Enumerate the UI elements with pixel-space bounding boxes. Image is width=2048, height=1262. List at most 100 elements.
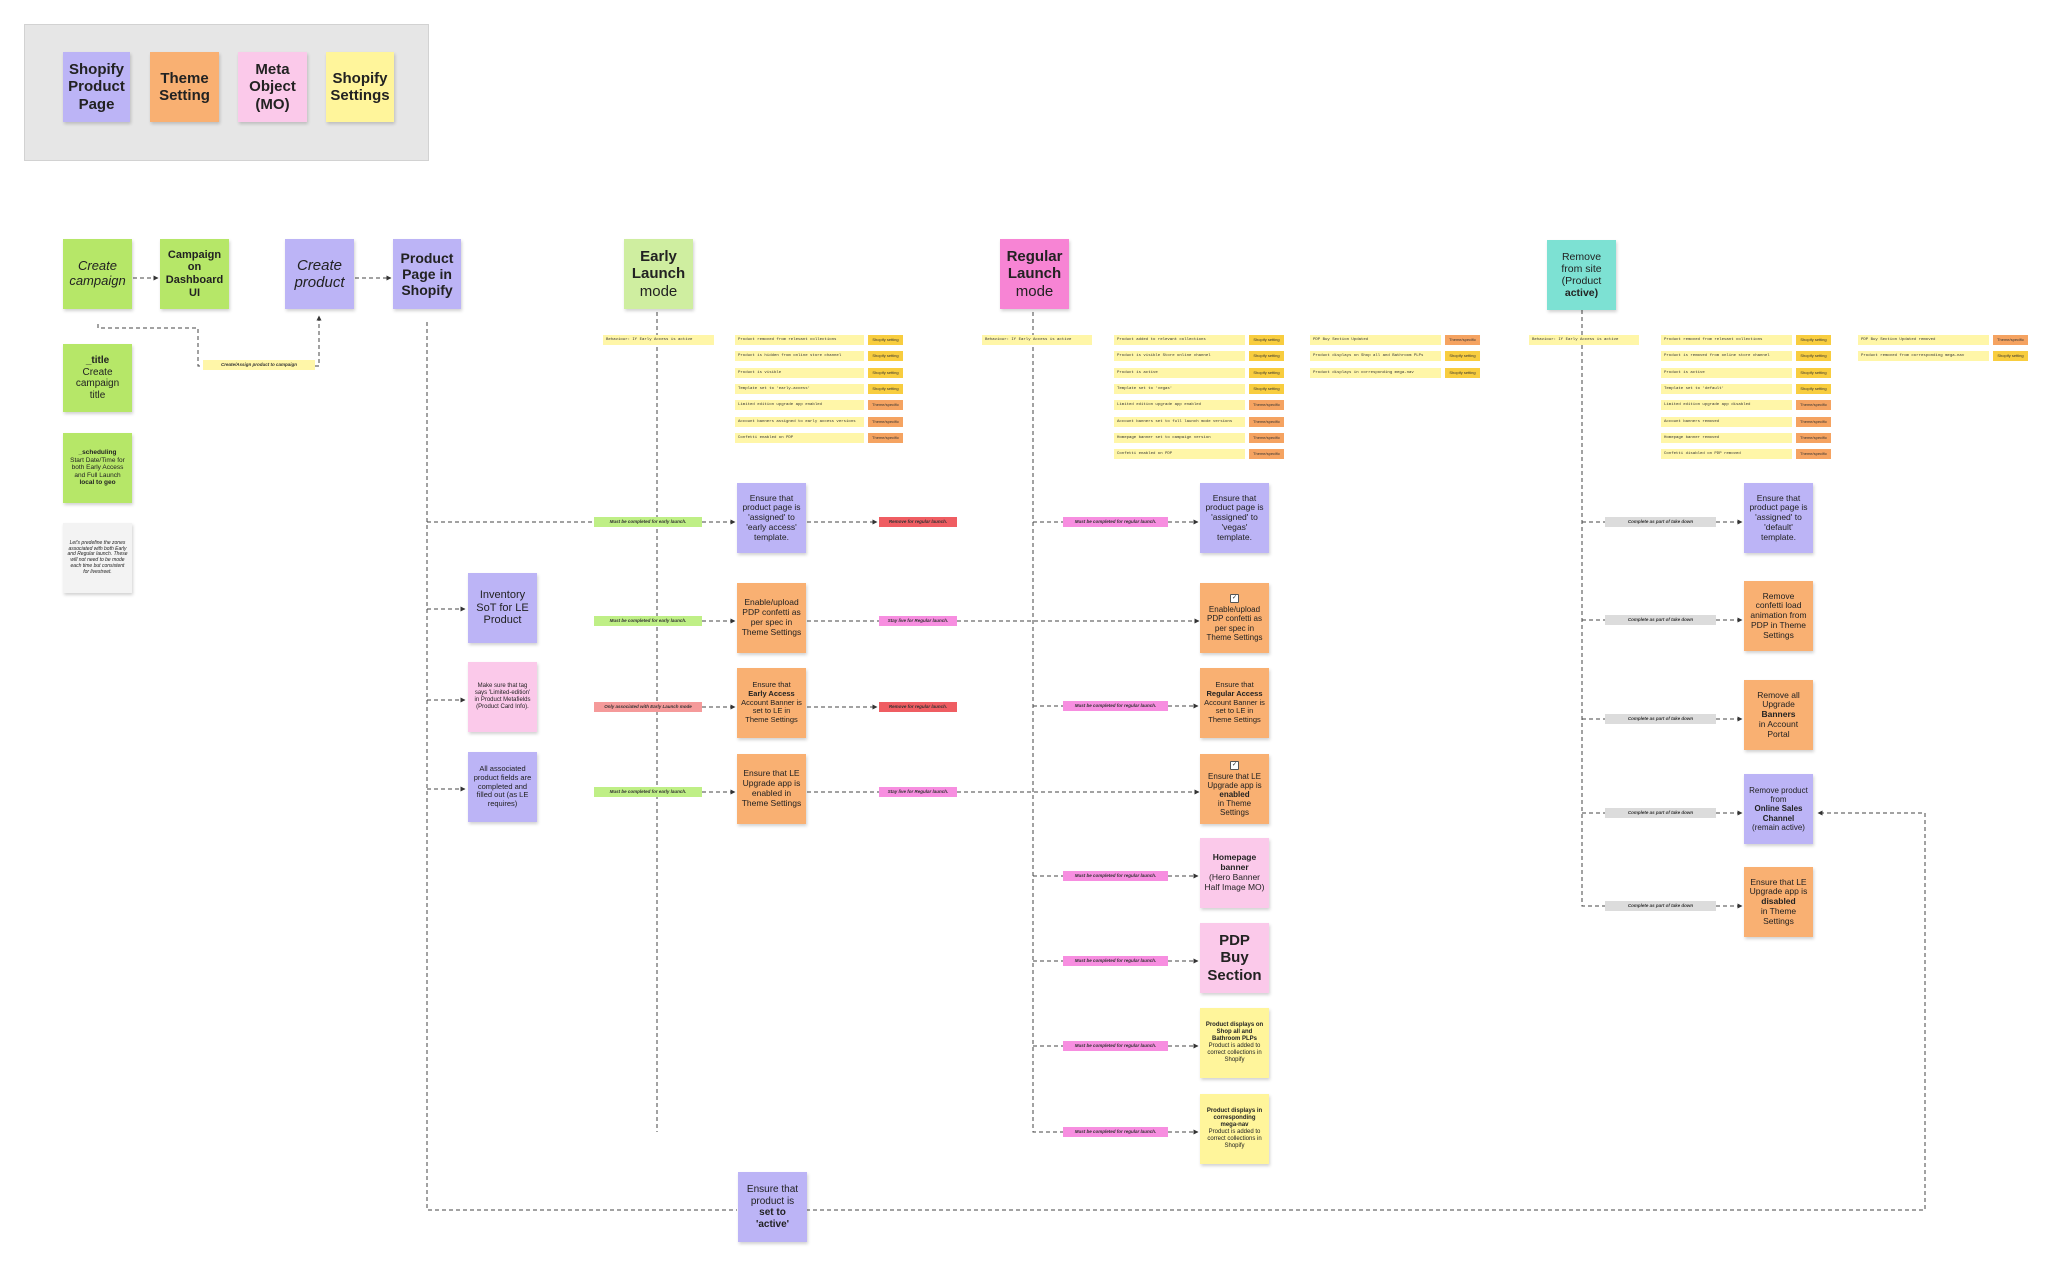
assoc-fields-note[interactable]: All associated product fields are comple… — [468, 752, 537, 822]
regular-homepage-note[interactable]: Homepage banner (Hero Banner Half Image … — [1200, 838, 1269, 908]
assign-product-label: Create/Assign product to campaign — [203, 360, 315, 370]
label-must-early-2: Must be completed for early launch. — [594, 616, 702, 626]
label-must-regular-1: Must be completed for regular launch. — [1063, 517, 1168, 527]
behaviour-row-text: Homepage banner set to campaign version — [1114, 432, 1245, 443]
behaviour-row-text: Product removed from relevant collection… — [735, 335, 864, 345]
legend-theme-setting[interactable]: Theme Setting — [150, 52, 219, 122]
behaviour-row-text: Account banners set to full launch mode … — [1114, 416, 1245, 427]
zones-note[interactable]: Let's predefine the zones associated wit… — [63, 523, 132, 593]
behaviour-row-tag: Theme/specific — [868, 432, 903, 443]
early-upgrade-note[interactable]: Ensure that LE Upgrade app is enabled in… — [737, 754, 806, 824]
connector-remove-spine — [1581, 310, 1605, 907]
behaviour-row-text: Product is visible — [735, 367, 864, 378]
behaviour-row-text: Product is removed from online store cha… — [1661, 351, 1792, 362]
label-stay-live-1: Stay live for Regular launch. — [879, 616, 957, 626]
regular-upgrade-note[interactable]: ✓ Ensure that LE Upgrade app is enabled … — [1200, 754, 1269, 824]
behaviour-row-tag: Theme/specific — [1993, 335, 2028, 345]
behaviour-row-tag: Theme/specific — [1796, 400, 1831, 411]
scheduling-field-note[interactable]: _scheduling Start Date/Time for both Ear… — [63, 433, 132, 503]
behaviour-row-tag: Theme/specific — [1249, 400, 1284, 411]
campaign-dashboard-note[interactable]: Campaign on Dashboard UI — [160, 239, 229, 309]
regular-launch-mode-note[interactable]: Regular Launch mode — [1000, 239, 1069, 309]
behaviour-row-tag: Shopify setting — [1249, 367, 1284, 378]
behaviour-row-text: Limited edition upgrade app disabled — [1661, 400, 1792, 411]
regular-behaviour-chip: Behaviour: If Early Access is active — [982, 335, 1092, 345]
behaviour-row-text: PDP Buy Section Updated removed — [1858, 335, 1989, 345]
early-behaviour-chip: Behaviour: If Early Access is active — [603, 335, 714, 345]
set-active-note[interactable]: Ensure that product is set to 'active' — [738, 1172, 807, 1242]
regular-plp-note[interactable]: Product displays on Shop all and Bathroo… — [1200, 1008, 1269, 1078]
behaviour-row-tag: Theme/specific — [1249, 449, 1284, 460]
legend-meta-object[interactable]: Meta Object (MO) — [238, 52, 307, 122]
early-confetti-note[interactable]: Enable/upload PDP confetti as per spec i… — [737, 583, 806, 653]
label-takedown-2: Complete as part of take down — [1605, 615, 1716, 625]
checkbox-icon[interactable]: ✓ — [1230, 594, 1239, 604]
remove-banners-note[interactable]: Remove all Upgrade Banners in Account Po… — [1744, 680, 1813, 750]
behaviour-row-text: Product is hidden from online store chan… — [735, 351, 864, 362]
behaviour-row-text: Account banners assigned to early access… — [735, 416, 864, 427]
connector-assign-product — [97, 315, 322, 367]
behaviour-row-tag: Shopify setting — [1445, 367, 1480, 378]
behaviour-row-tag: Theme/specific — [868, 416, 903, 427]
behaviour-row-text: Template set to 'early-access' — [735, 383, 864, 394]
behaviour-row-tag: Shopify setting — [1249, 351, 1284, 362]
remove-template-note[interactable]: Ensure that product page is 'assigned' t… — [1744, 483, 1813, 553]
behaviour-row-tag: Shopify setting — [868, 383, 903, 394]
behaviour-row-tag: Shopify setting — [1445, 351, 1480, 362]
behaviour-row-text: Template set to 'vegas' — [1114, 383, 1245, 394]
behaviour-row-tag: Theme/specific — [1249, 416, 1284, 427]
regular-buy-section-note[interactable]: PDP Buy Section — [1200, 923, 1269, 993]
behaviour-row-tag: Shopify setting — [1796, 351, 1831, 362]
label-takedown-3: Complete as part of take down — [1605, 714, 1716, 724]
create-campaign-note[interactable]: Create campaign — [63, 239, 132, 309]
label-must-regular-3: Must be completed for regular launch. — [1063, 871, 1168, 881]
behaviour-row-tag: Theme/specific — [1796, 416, 1831, 427]
behaviour-row-tag: Shopify setting — [868, 351, 903, 362]
early-template-note[interactable]: Ensure that product page is 'assigned' t… — [737, 483, 806, 553]
connector-product-spine — [426, 322, 737, 1211]
behaviour-row-tag: Theme/specific — [1249, 432, 1284, 443]
behaviour-row-text: Confetti enabled on PDP — [1114, 449, 1245, 460]
behaviour-row-text: Template set to 'default' — [1661, 383, 1792, 394]
behaviour-row-text: Confetti disabled on PDP removed — [1661, 449, 1792, 460]
create-product-note[interactable]: Create product — [285, 239, 354, 309]
behaviour-row-tag: Theme/specific — [1796, 432, 1831, 443]
legend-shopify-product-page[interactable]: Shopify Product Page — [63, 52, 130, 122]
label-stay-live-2: Stay live for Regular launch. — [879, 787, 957, 797]
connector-regular-spine — [1032, 312, 1063, 1133]
behaviour-row-tag: Shopify setting — [1993, 351, 2028, 362]
remove-upgrade-note[interactable]: Ensure that LE Upgrade app is disabled i… — [1744, 867, 1813, 937]
regular-banner-note[interactable]: Ensure that Regular Access Account Banne… — [1200, 668, 1269, 738]
label-must-regular-4: Must be completed for regular launch. — [1063, 956, 1168, 966]
remove-channel-note[interactable]: Remove product from Online Sales Channel… — [1744, 774, 1813, 844]
early-banner-note[interactable]: Ensure that Early Access Account Banner … — [737, 668, 806, 738]
behaviour-row-tag: Shopify setting — [1796, 383, 1831, 394]
early-launch-mode-note[interactable]: Early Launch mode — [624, 239, 693, 309]
limited-tag-note[interactable]: Make sure that tag says 'Limited-edition… — [468, 662, 537, 732]
behaviour-row-text: Confetti enabled on PDP — [735, 432, 864, 443]
remove-confetti-note[interactable]: Remove confetti load animation from PDP … — [1744, 581, 1813, 651]
behaviour-row-text: Product is active — [1114, 367, 1245, 378]
title-field-note[interactable]: _title Create campaign title — [63, 344, 132, 412]
checkbox-icon[interactable]: ✓ — [1230, 760, 1239, 770]
behaviour-row-tag: Theme/specific — [868, 400, 903, 411]
label-must-regular-6: Must be completed for regular launch. — [1063, 1127, 1168, 1137]
inventory-sot-note[interactable]: Inventory SoT for LE Product — [468, 573, 537, 643]
label-remove-regular-1: Remove for regular launch. — [879, 517, 957, 527]
label-must-regular-5: Must be completed for regular launch. — [1063, 1041, 1168, 1051]
behaviour-row-text: PDP Buy Section Updated — [1310, 335, 1441, 345]
regular-confetti-note[interactable]: ✓ Enable/upload PDP confetti as per spec… — [1200, 583, 1269, 653]
label-only-early: Only associated with Early Launch mode — [594, 702, 702, 712]
legend-shopify-settings[interactable]: Shopify Settings — [326, 52, 394, 122]
behaviour-row-tag: Shopify setting — [1249, 335, 1284, 345]
behaviour-row-text: Product displays in corresponding mega-n… — [1310, 367, 1441, 378]
behaviour-row-text: Product removed from corresponding mega-… — [1858, 351, 1989, 362]
regular-template-note[interactable]: Ensure that product page is 'assigned' t… — [1200, 483, 1269, 553]
product-page-note[interactable]: Product Page in Shopify — [393, 239, 461, 309]
regular-meganav-note[interactable]: Product displays in corresponding mega-n… — [1200, 1094, 1269, 1164]
label-must-early-3: Must be completed for early launch. — [594, 787, 702, 797]
remove-from-site-note[interactable]: Remove from site (Product active) — [1547, 240, 1616, 310]
behaviour-row-text: Homepage banner removed — [1661, 432, 1792, 443]
